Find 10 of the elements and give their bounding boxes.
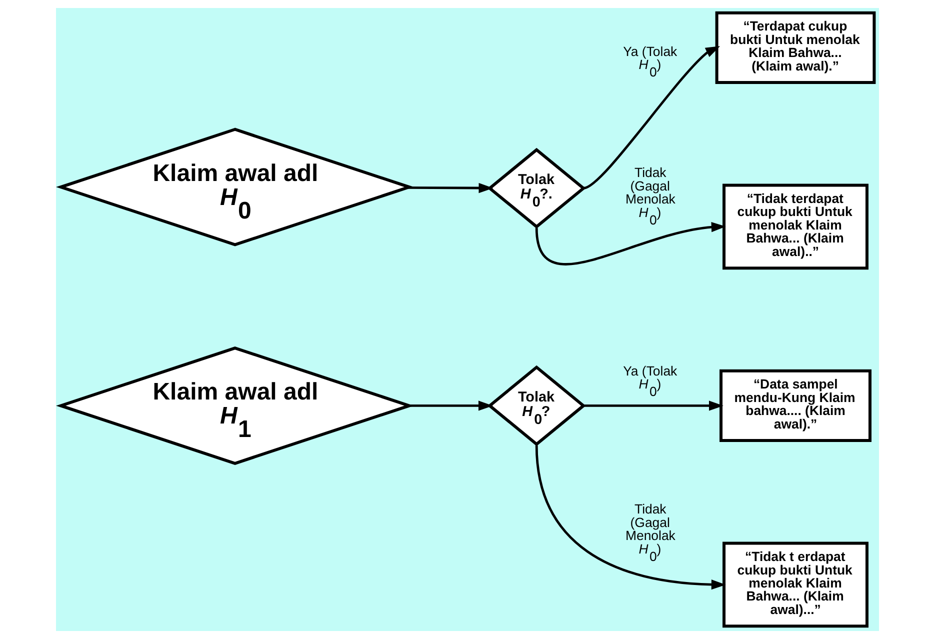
node-box: “Tidak terdapat cukup bukti Untuk menolak Klaim Bahwa... (Klaim awal)..”: [722, 184, 868, 270]
arrow: [534, 445, 726, 590]
arrow: [582, 400, 723, 411]
node-box: “Tidak t erdapat cukup bukti Untuk menolak Klaim Bahwa... (Klaim awal)...”: [722, 542, 868, 628]
arrow: [534, 222, 726, 266]
arrow: [582, 46, 720, 190]
node-box: “Terdapat cukup bukti Untuk menolak Klaim Bahwa... (Klaim awal).”: [714, 11, 876, 84]
arrow: [406, 182, 493, 194]
arrow: [408, 400, 492, 411]
node-box: “Data sampel mendu-Kung Klaim bahwa.... (Klaim awal).”: [719, 369, 871, 442]
